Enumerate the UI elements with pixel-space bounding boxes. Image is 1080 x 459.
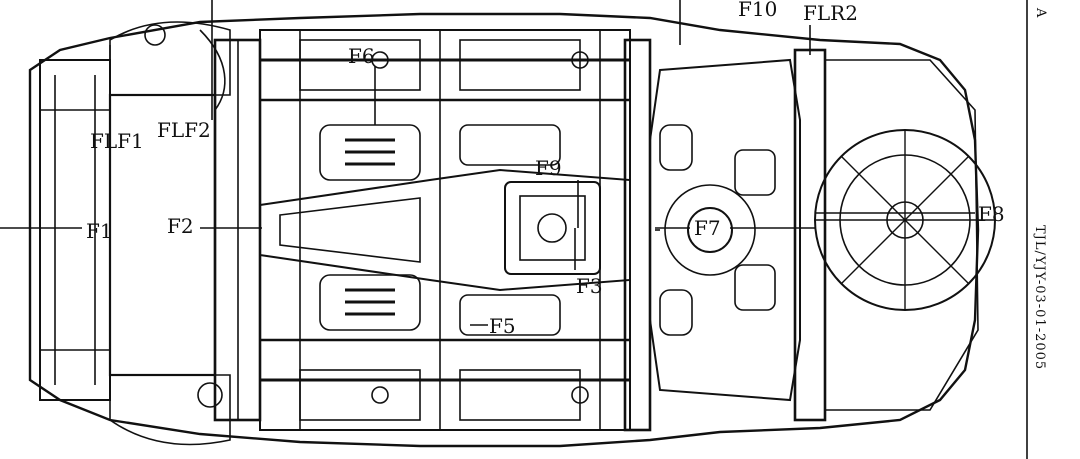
label-f10: F10 (738, 0, 777, 21)
label-flf1: FLF1 (90, 129, 144, 153)
label-f1: F1 (86, 219, 113, 243)
diagram-labels: FLF1 FLF2 F1 F2 F3 F5 F6 F7 F8 F9 F10 FL… (86, 0, 1005, 338)
label-f5: F5 (489, 314, 516, 338)
leader-lines (0, 0, 975, 326)
label-flr2: FLR2 (803, 1, 858, 25)
label-f6: F6 (348, 44, 375, 68)
label-f7: F7 (694, 216, 721, 240)
underbody-drawing (28, 12, 996, 448)
label-f8: F8 (978, 202, 1005, 226)
label-flf2: FLF2 (157, 118, 211, 142)
side-letter: A (1033, 7, 1048, 18)
side-code: TJL/YJY-03-01-2005 (1032, 225, 1047, 370)
label-f3: F3 (576, 274, 603, 298)
label-f2: F2 (167, 214, 194, 238)
label-f9: F9 (535, 156, 562, 180)
